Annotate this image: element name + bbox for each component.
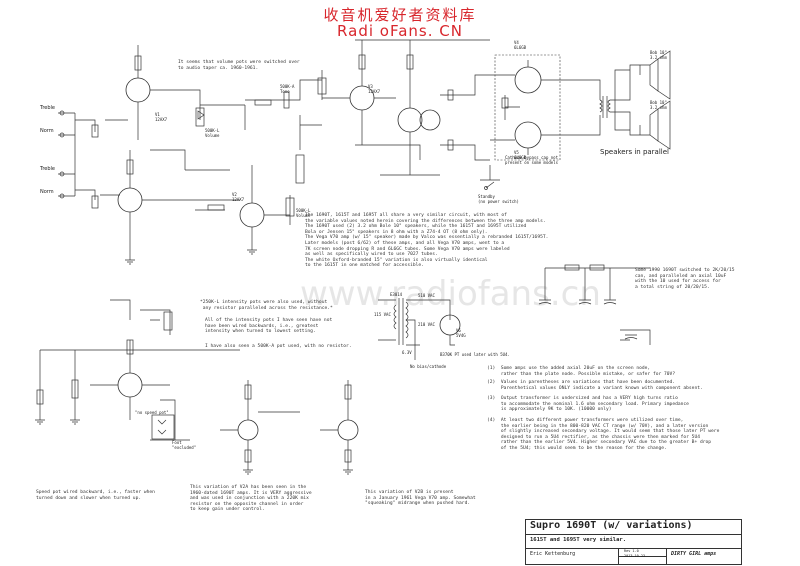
tube-v1 xyxy=(100,45,175,260)
date: 2013-10-23 xyxy=(624,554,646,558)
note-v2a: This variation of V2A has been seen in t… xyxy=(190,485,312,513)
author: Eric Kettenburg xyxy=(530,551,576,557)
power-tubes xyxy=(490,54,580,161)
volume1-label: 500K-L Volume xyxy=(205,128,220,138)
intensity-pot xyxy=(110,299,173,335)
numbered-note-2: (2) Values in parentheses are variations… xyxy=(487,380,703,391)
standby-switch xyxy=(480,165,500,190)
v2-label: V2 12AX7 xyxy=(232,192,245,202)
e3014-label: E3014 xyxy=(390,292,403,297)
v2b-variation xyxy=(320,380,359,470)
filter-string xyxy=(538,264,651,345)
note-intensity: All of the intensity pots I have seen ha… xyxy=(205,318,333,335)
screen-note-label: Cathode bypass cap not present on some m… xyxy=(505,155,558,165)
v6-label: V6 5V4G xyxy=(456,328,466,338)
power-transformer xyxy=(378,298,461,360)
rect-note-label: B370K PT used later with 5U4. xyxy=(440,352,510,357)
sec-6v3-label: 6.3V xyxy=(402,350,412,355)
sec-510-label: 510 VAC xyxy=(418,293,435,298)
output-transformer xyxy=(580,50,671,150)
numbered-note-4: (4) At least two different power transfo… xyxy=(487,418,720,451)
subtitle: 1615T and 1695T very similar. xyxy=(530,537,627,543)
top-note: It seems that volume pots were switched … xyxy=(178,60,300,71)
note-speed: Speed pot wired backward, i.e., faster w… xyxy=(36,490,155,501)
title-block: Supro 1690T (w/ variations) 1615T and 16… xyxy=(525,519,742,565)
brand: DIRTY GIRL amps xyxy=(671,551,717,557)
v1-label: V1 12AX7 xyxy=(155,112,168,122)
speaker2-label: Bob 10" 3.2 ohm xyxy=(650,100,667,110)
tone-label: 500K-A Tone xyxy=(280,84,295,94)
volume2-section xyxy=(168,165,295,250)
speaker1-label: Bob 10" 3.2 ohm xyxy=(650,50,667,60)
input-norm-2-label: Norm xyxy=(40,189,54,195)
v4-label: V4 6L6GB xyxy=(514,40,527,50)
note-250k: *250K-L intensity pots were also used, w… xyxy=(200,300,333,311)
sec-115-label: 115 VAC xyxy=(374,312,391,317)
bias-note-label: No bias/cathode xyxy=(410,364,447,369)
volume-tone-network xyxy=(150,70,327,184)
input-jacks xyxy=(58,110,99,209)
numbered-note-1: (1) Some amps use the added axial 20uF o… xyxy=(487,366,676,377)
note-500k: I have also seen a 500K-A pot used, with… xyxy=(205,344,352,349)
v3-label: V3 12AX7 xyxy=(368,84,381,94)
ground-symbols xyxy=(35,249,353,475)
revision: Rev 1.0 xyxy=(624,549,639,553)
note-1mf: Some 1990 1690T switched to 2K/20/15 can… xyxy=(635,268,735,290)
input-treble-1-label: Treble xyxy=(40,105,55,111)
watermark-center: www.radiofans.cn xyxy=(300,274,601,314)
title: Supro 1690T (w/ variations) xyxy=(530,520,693,531)
speakers-parallel-label: Speakers in parallel xyxy=(600,148,669,156)
tube-v3 xyxy=(322,39,490,160)
middle-note: The 1690T, 1615T and 1695T all share a v… xyxy=(305,213,549,269)
phase-inverter xyxy=(380,74,490,176)
watermark-site: Radi oFans. CN xyxy=(337,22,463,40)
note-v2b: This variation of V2B is present in a Ja… xyxy=(365,490,476,507)
v5-label: V5 6L6GB xyxy=(514,150,527,160)
input-treble-2-label: Treble xyxy=(40,166,55,172)
numbered-note-3: (3) Output transformer is undersized and… xyxy=(487,396,689,413)
sec-210-label: 210 VAC xyxy=(418,322,435,327)
foot-label: Foot "excluded" xyxy=(172,440,197,450)
speed-pot-label: "no speed pot" xyxy=(135,410,169,415)
input-norm-1-label: Norm xyxy=(40,128,54,134)
v2a-variation xyxy=(220,380,300,470)
standby-label: Standby (no power switch) xyxy=(478,194,519,204)
watermark-chinese: 收音机爱好者资料库 xyxy=(323,6,477,24)
volume2-label: 500K-L Volume xyxy=(296,208,311,218)
tremolo-section xyxy=(36,339,240,441)
